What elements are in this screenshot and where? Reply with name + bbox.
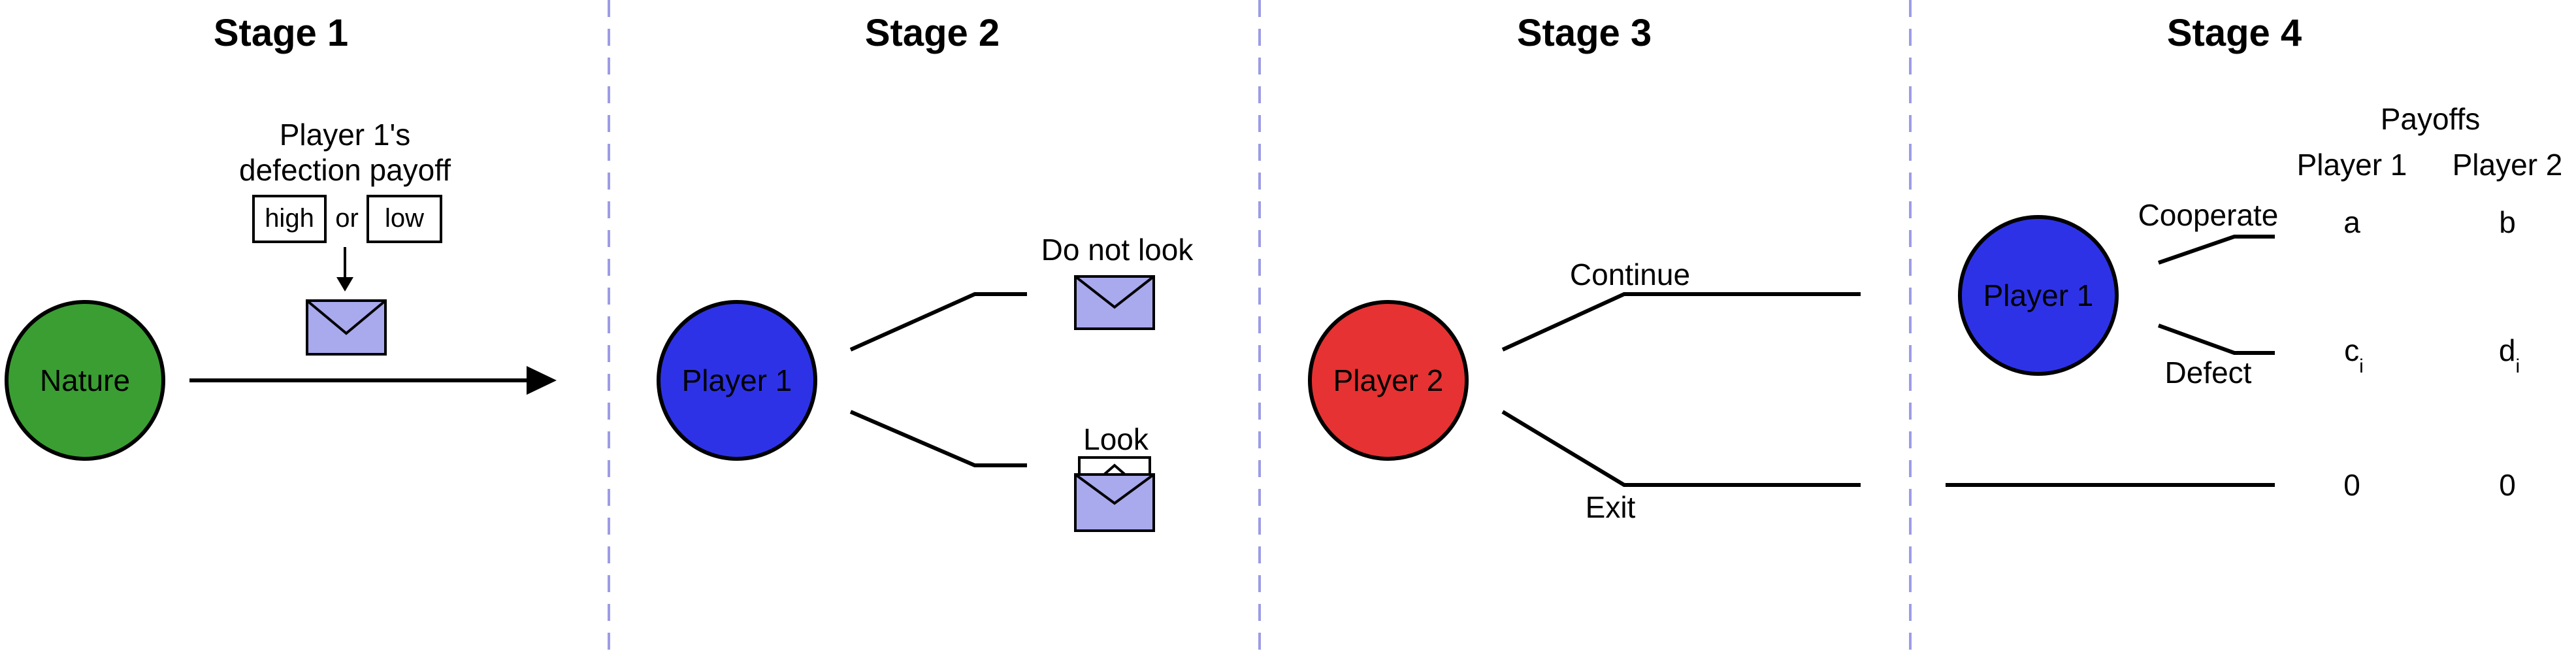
label-continue: Continue	[1570, 258, 1690, 291]
label-do-not-look: Do not look	[1041, 233, 1194, 267]
payoff-row2-player1: ci	[2344, 333, 2364, 377]
payoffs-title: Payoffs	[2381, 102, 2481, 136]
stage-title-1: Stage 1	[214, 12, 348, 54]
option-high-box	[252, 195, 327, 243]
closed-envelope-icon	[1074, 275, 1155, 330]
branch-do-not-look	[849, 292, 1027, 352]
open-envelope-icon	[1074, 456, 1155, 532]
option-connector: or	[335, 204, 359, 233]
option-low-label: low	[385, 204, 424, 233]
player2-node	[1308, 300, 1469, 461]
defection-caption-line2: defection payoff	[239, 153, 451, 187]
label-defect: Defect	[2165, 356, 2252, 390]
label-cooperate: Cooperate	[2138, 198, 2279, 232]
label-exit: Exit	[1586, 490, 1636, 524]
payoff-row3-player2: 0	[2499, 468, 2516, 502]
nature-node	[5, 300, 165, 461]
payoffs-col-player1: Player 1	[2297, 148, 2407, 182]
branch-continue	[1501, 292, 1861, 352]
defection-caption-line1: Player 1's	[280, 118, 411, 152]
player1-node	[657, 300, 817, 461]
payoff-row3-player1: 0	[2343, 468, 2360, 502]
stage-title-4: Stage 4	[2167, 12, 2302, 54]
player2-node-label: Player 2	[1333, 363, 1444, 397]
branch-look	[849, 410, 1027, 467]
branch-exit	[1501, 410, 1861, 487]
option-high-label: high	[265, 204, 314, 233]
player1-stage4-node	[1958, 215, 2119, 376]
payoff-row2-player2: di	[2499, 333, 2520, 377]
nature-node-label: Nature	[40, 363, 130, 397]
player1-node-label: Player 1	[682, 363, 792, 397]
stage-title-2: Stage 2	[865, 12, 1000, 54]
option-low-box	[367, 195, 442, 243]
payoff-row1-player1: a	[2343, 205, 2360, 239]
branch-cooperate	[2158, 235, 2275, 265]
stage1-arrow-head	[527, 366, 557, 395]
payoff-row1-player2: b	[2499, 205, 2516, 239]
stage1-down-arrow-head	[336, 277, 353, 291]
closed-envelope-icon	[306, 299, 387, 356]
label-look: Look	[1083, 422, 1149, 456]
branch-defect	[2157, 324, 2275, 355]
payoffs-col-player2: Player 2	[2453, 148, 2563, 182]
player1-stage4-node-label: Player 1	[1983, 278, 2094, 312]
stage-title-3: Stage 3	[1517, 12, 1652, 54]
